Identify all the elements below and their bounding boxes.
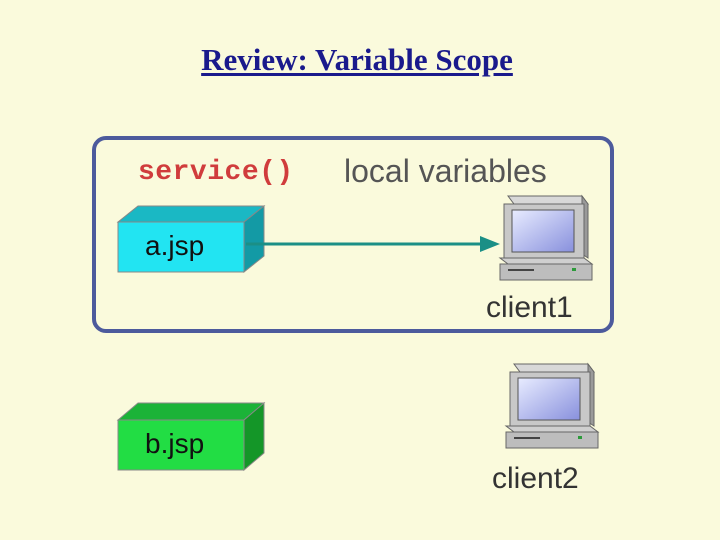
client2-computer-icon — [506, 364, 598, 448]
b-jsp-label: b.jsp — [145, 428, 204, 460]
a-jsp-label: a.jsp — [145, 230, 204, 262]
arrow-a-to-client1 — [246, 236, 500, 252]
client2-label: client2 — [492, 462, 579, 496]
client1-label: client1 — [486, 291, 573, 325]
client1-computer-icon — [500, 196, 592, 280]
